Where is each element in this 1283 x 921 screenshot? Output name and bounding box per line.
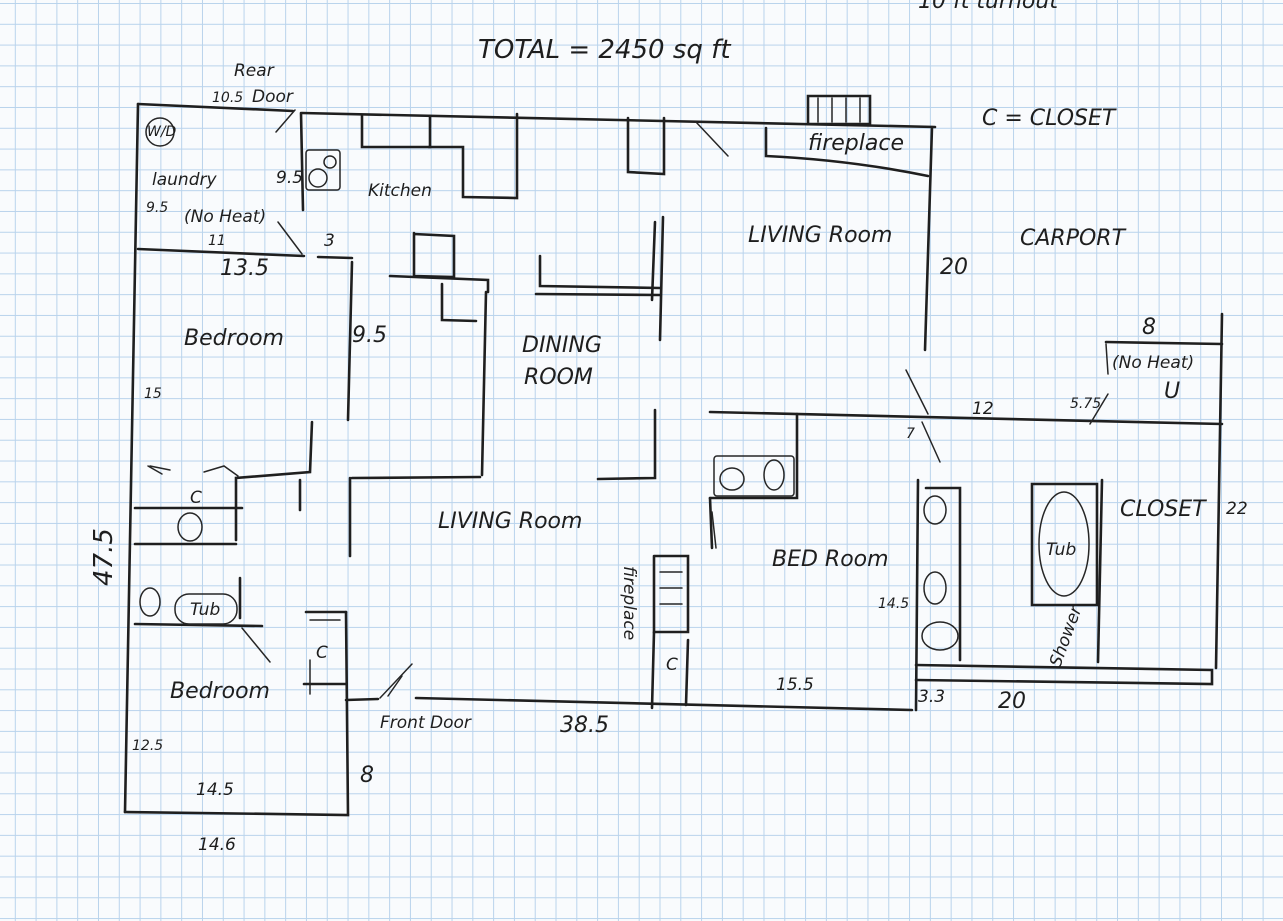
master-bedroom-label: BED Room — [772, 547, 889, 572]
dim-bath-bottom: 3.3 — [918, 687, 945, 707]
fireplace-top-label: fireplace — [808, 131, 904, 156]
carport-no-heat: (No Heat) — [1112, 353, 1194, 373]
rear-door-label-2: Door — [252, 87, 294, 107]
living-room-center-label: LIVING Room — [438, 509, 582, 534]
master-tub-label: Tub — [1046, 540, 1076, 560]
dim-overall-height: 47.5 — [89, 528, 119, 586]
dim-kitchen-mark: 3 — [324, 231, 335, 251]
laundry-no-heat: (No Heat) — [184, 207, 266, 227]
dim-master-width: 12 — [972, 399, 994, 419]
laundry-label: laundry — [152, 170, 217, 190]
washer-dryer-icon: W/D — [147, 124, 177, 140]
closet-legend: C = CLOSET — [982, 106, 1117, 131]
dim-laundry-width: 9.5 — [146, 200, 168, 216]
dim-master-bath: 7 — [906, 426, 915, 442]
dim-bedroom-1-width: 13.5 — [220, 256, 269, 281]
dim-bedroom-2-width: 14.5 — [196, 780, 234, 800]
closet-marker-fireplace: C — [666, 655, 678, 675]
bedroom-2-label: Bedroom — [170, 679, 270, 704]
dim-hall-width: 9.5 — [352, 323, 387, 348]
hall-tub-label: Tub — [190, 600, 220, 620]
dim-laundry-side: 11 — [208, 233, 226, 249]
carport-label: CARPORT — [1020, 226, 1127, 251]
total-area: TOTAL = 2450 sq ft — [478, 35, 731, 65]
dining-label-2: ROOM — [524, 365, 593, 390]
dim-master-bottom: 15.5 — [776, 675, 814, 695]
closet-marker-hall: C — [190, 488, 202, 508]
dim-closet-height: 22 — [1226, 499, 1248, 519]
closet-marker-carport: U — [1164, 379, 1180, 404]
walls — [123, 94, 1224, 817]
dim-carport-mid: 5.75 — [1070, 396, 1101, 412]
dim-bath-height: 14.5 — [878, 596, 909, 612]
dim-kitchen-width: 9.5 — [276, 168, 303, 188]
fireplace-center-label: fireplace — [619, 566, 639, 640]
rear-door-label-1: Rear — [234, 61, 275, 81]
dim-bedroom-2-height: 12.5 — [132, 738, 163, 754]
dimensions: 10.5 9.5 9.5 11 3 13.5 9.5 15 20 8 12 5.… — [89, 90, 1248, 855]
dim-bottom-total: 38.5 — [560, 713, 609, 738]
large-closet-label: CLOSET — [1120, 497, 1207, 522]
top-cut-text: 10 ft turnout — [918, 0, 1059, 14]
doors-and-fixtures — [139, 97, 1109, 699]
dim-master-total: 20 — [998, 689, 1026, 714]
dim-living-right: 20 — [940, 255, 968, 280]
living-room-top-label: LIVING Room — [748, 223, 892, 248]
shower-label: Shower — [1046, 602, 1087, 669]
bedroom-1-label: Bedroom — [184, 326, 284, 351]
kitchen-label: Kitchen — [368, 181, 432, 201]
dim-bedroom-1-height: 15 — [144, 386, 162, 402]
dim-carport-width: 8 — [1142, 315, 1156, 340]
dim-rear-door: 10.5 — [212, 90, 243, 106]
closet-marker-bedroom-2: C — [316, 643, 328, 663]
front-door-label: Front Door — [380, 713, 472, 733]
dim-bottom-left: 14.6 — [198, 835, 236, 855]
dining-label-1: DINING — [522, 333, 602, 358]
dim-entry: 8 — [360, 763, 374, 788]
